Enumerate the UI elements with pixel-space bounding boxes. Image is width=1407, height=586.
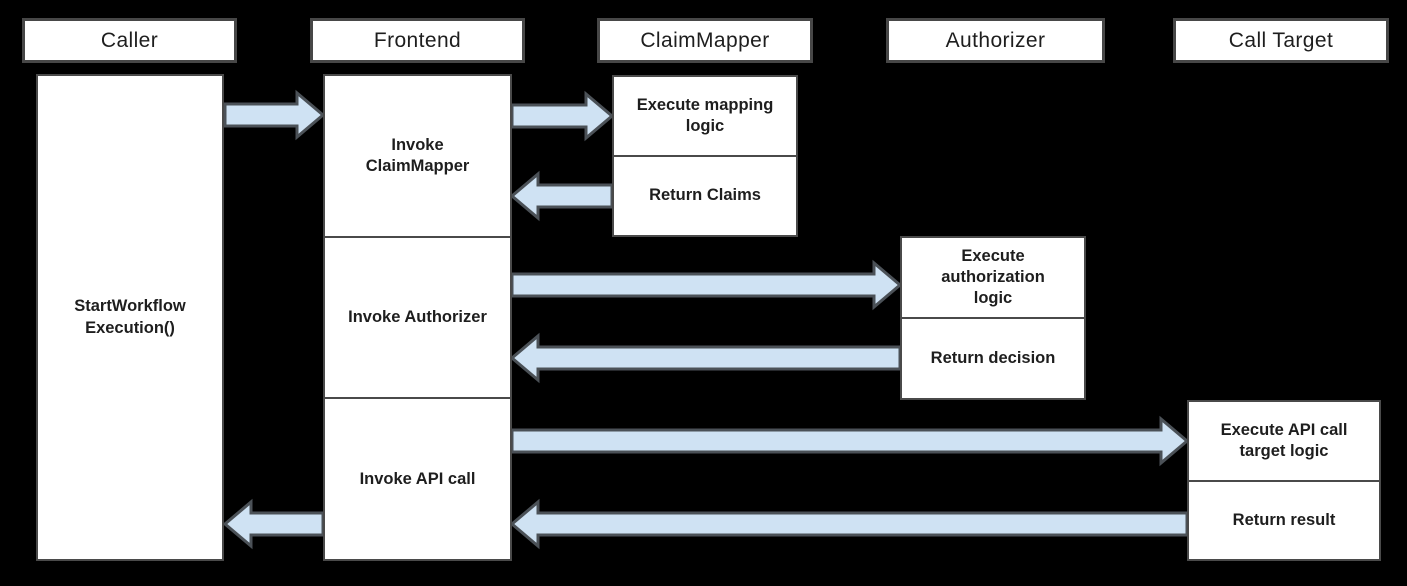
activation-caller: StartWorkflow Execution() [36,74,224,561]
step-startworkflowexecution: StartWorkflow Execution() [38,76,222,559]
step-execute-api-call-target-logic: Execute API call target logic [1189,402,1379,480]
activation-frontend: Invoke ClaimMapper Invoke Authorizer Inv… [323,74,512,561]
step-execute-authorization-logic: Execute authorization logic [902,238,1084,317]
step-execute-mapping-logic: Execute mapping logic [614,77,796,155]
step-label: Execute mapping logic [636,95,774,135]
step-label: Invoke ClaimMapper [365,135,470,175]
step-label: Execute API call target logic [1220,420,1348,460]
activation-calltarget: Execute API call target logic Return res… [1187,400,1381,561]
arrow-frontend-to-claimmapper [510,90,615,142]
arrow-calltarget-to-frontend [509,498,1189,550]
lifeline-header-frontend: Frontend [310,18,525,63]
lifeline-header-authorizer: Authorizer [886,18,1105,63]
arrow-frontend-to-calltarget [510,415,1190,467]
step-invoke-api-call: Invoke API call [325,397,510,559]
step-return-claims: Return Claims [614,155,796,235]
activation-claimmapper: Execute mapping logic Return Claims [612,75,798,237]
activation-authorizer: Execute authorization logic Return decis… [900,236,1086,400]
step-invoke-authorizer: Invoke Authorizer [325,235,510,398]
lifeline-header-claimmapper: ClaimMapper [597,18,813,63]
arrow-frontend-to-caller [222,498,325,550]
lifeline-label: Authorizer [945,28,1046,52]
arrow-frontend-to-authorizer [510,259,903,311]
arrow-claimmapper-to-frontend [509,170,614,222]
lifeline-label: Call Target [1228,28,1334,52]
arrow-caller-to-frontend [223,89,326,141]
lifeline-label: Caller [100,28,159,52]
step-return-decision: Return decision [902,317,1084,398]
lifeline-header-caller: Caller [22,18,237,63]
step-label: Execute authorization logic [941,246,1045,308]
step-invoke-claimmapper: Invoke ClaimMapper [325,76,510,236]
lifeline-label: ClaimMapper [640,28,770,52]
step-label: Invoke Authorizer [348,307,487,326]
step-return-result: Return result [1189,479,1379,560]
step-label: Return result [1232,510,1336,529]
step-label: Return Claims [649,186,761,205]
arrow-authorizer-to-frontend [509,332,902,384]
step-label: Invoke API call [359,469,476,488]
step-label: StartWorkflow Execution() [74,297,186,337]
lifeline-header-calltarget: Call Target [1173,18,1389,63]
lifeline-label: Frontend [373,28,462,52]
step-label: Return decision [930,348,1056,367]
